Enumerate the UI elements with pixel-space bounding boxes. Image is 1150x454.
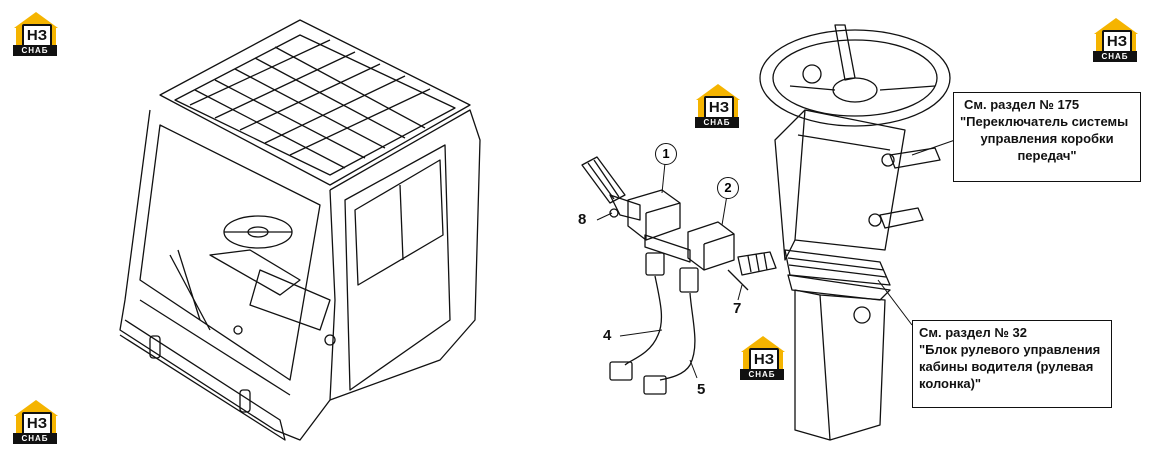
steering-column-drawing [759, 24, 951, 441]
callout-line: кабины водителя (рулевая [919, 359, 1094, 374]
part-number-8: 8 [578, 211, 587, 228]
callout-line: См. раздел № 32 [919, 325, 1027, 340]
brand-logo-mono: НЗ [1102, 30, 1132, 54]
operator-cab-drawing [119, 19, 481, 441]
part-number-1: 1 [655, 143, 677, 165]
brand-logo-top-left: НЗ СНАБ [8, 12, 60, 58]
callout-line: колонка)" [919, 376, 982, 391]
callout-steering-block-reference: См. раздел № 32 "Блок рулевого управлени… [912, 320, 1112, 408]
part-number-7: 7 [733, 300, 742, 317]
brand-logo-wordmark: СНАБ [695, 117, 739, 128]
part-number-2: 2 [717, 177, 739, 199]
part-number-5: 5 [697, 381, 706, 398]
switch-assembly-drawing [581, 156, 777, 395]
brand-logo-center-top: НЗ СНАБ [690, 84, 742, 130]
callout-line: передач" [1017, 148, 1077, 163]
callout-line: "Блок рулевого управления [919, 342, 1101, 357]
leader-lines [596, 139, 956, 379]
brand-logo-wordmark: СНАБ [13, 433, 57, 444]
callout-line: управления коробки [980, 131, 1114, 146]
brand-logo-mono: НЗ [704, 96, 734, 120]
brand-logo-top-right: НЗ СНАБ [1088, 18, 1140, 64]
callout-line: "Переключатель системы [960, 114, 1129, 129]
brand-logo-mono: НЗ [22, 412, 52, 436]
brand-logo-wordmark: СНАБ [740, 369, 784, 380]
brand-logo-bottom-left: НЗ СНАБ [8, 400, 60, 446]
brand-logo-wordmark: СНАБ [1093, 51, 1137, 62]
brand-logo-wordmark: СНАБ [13, 45, 57, 56]
callout-line: См. раздел № 175 [964, 97, 1080, 112]
callout-gearbox-switch-reference: См. раздел № 175 "Переключатель системы … [953, 92, 1141, 182]
part-number-4: 4 [603, 327, 612, 344]
brand-logo-center-bottom: НЗ СНАБ [735, 336, 787, 382]
